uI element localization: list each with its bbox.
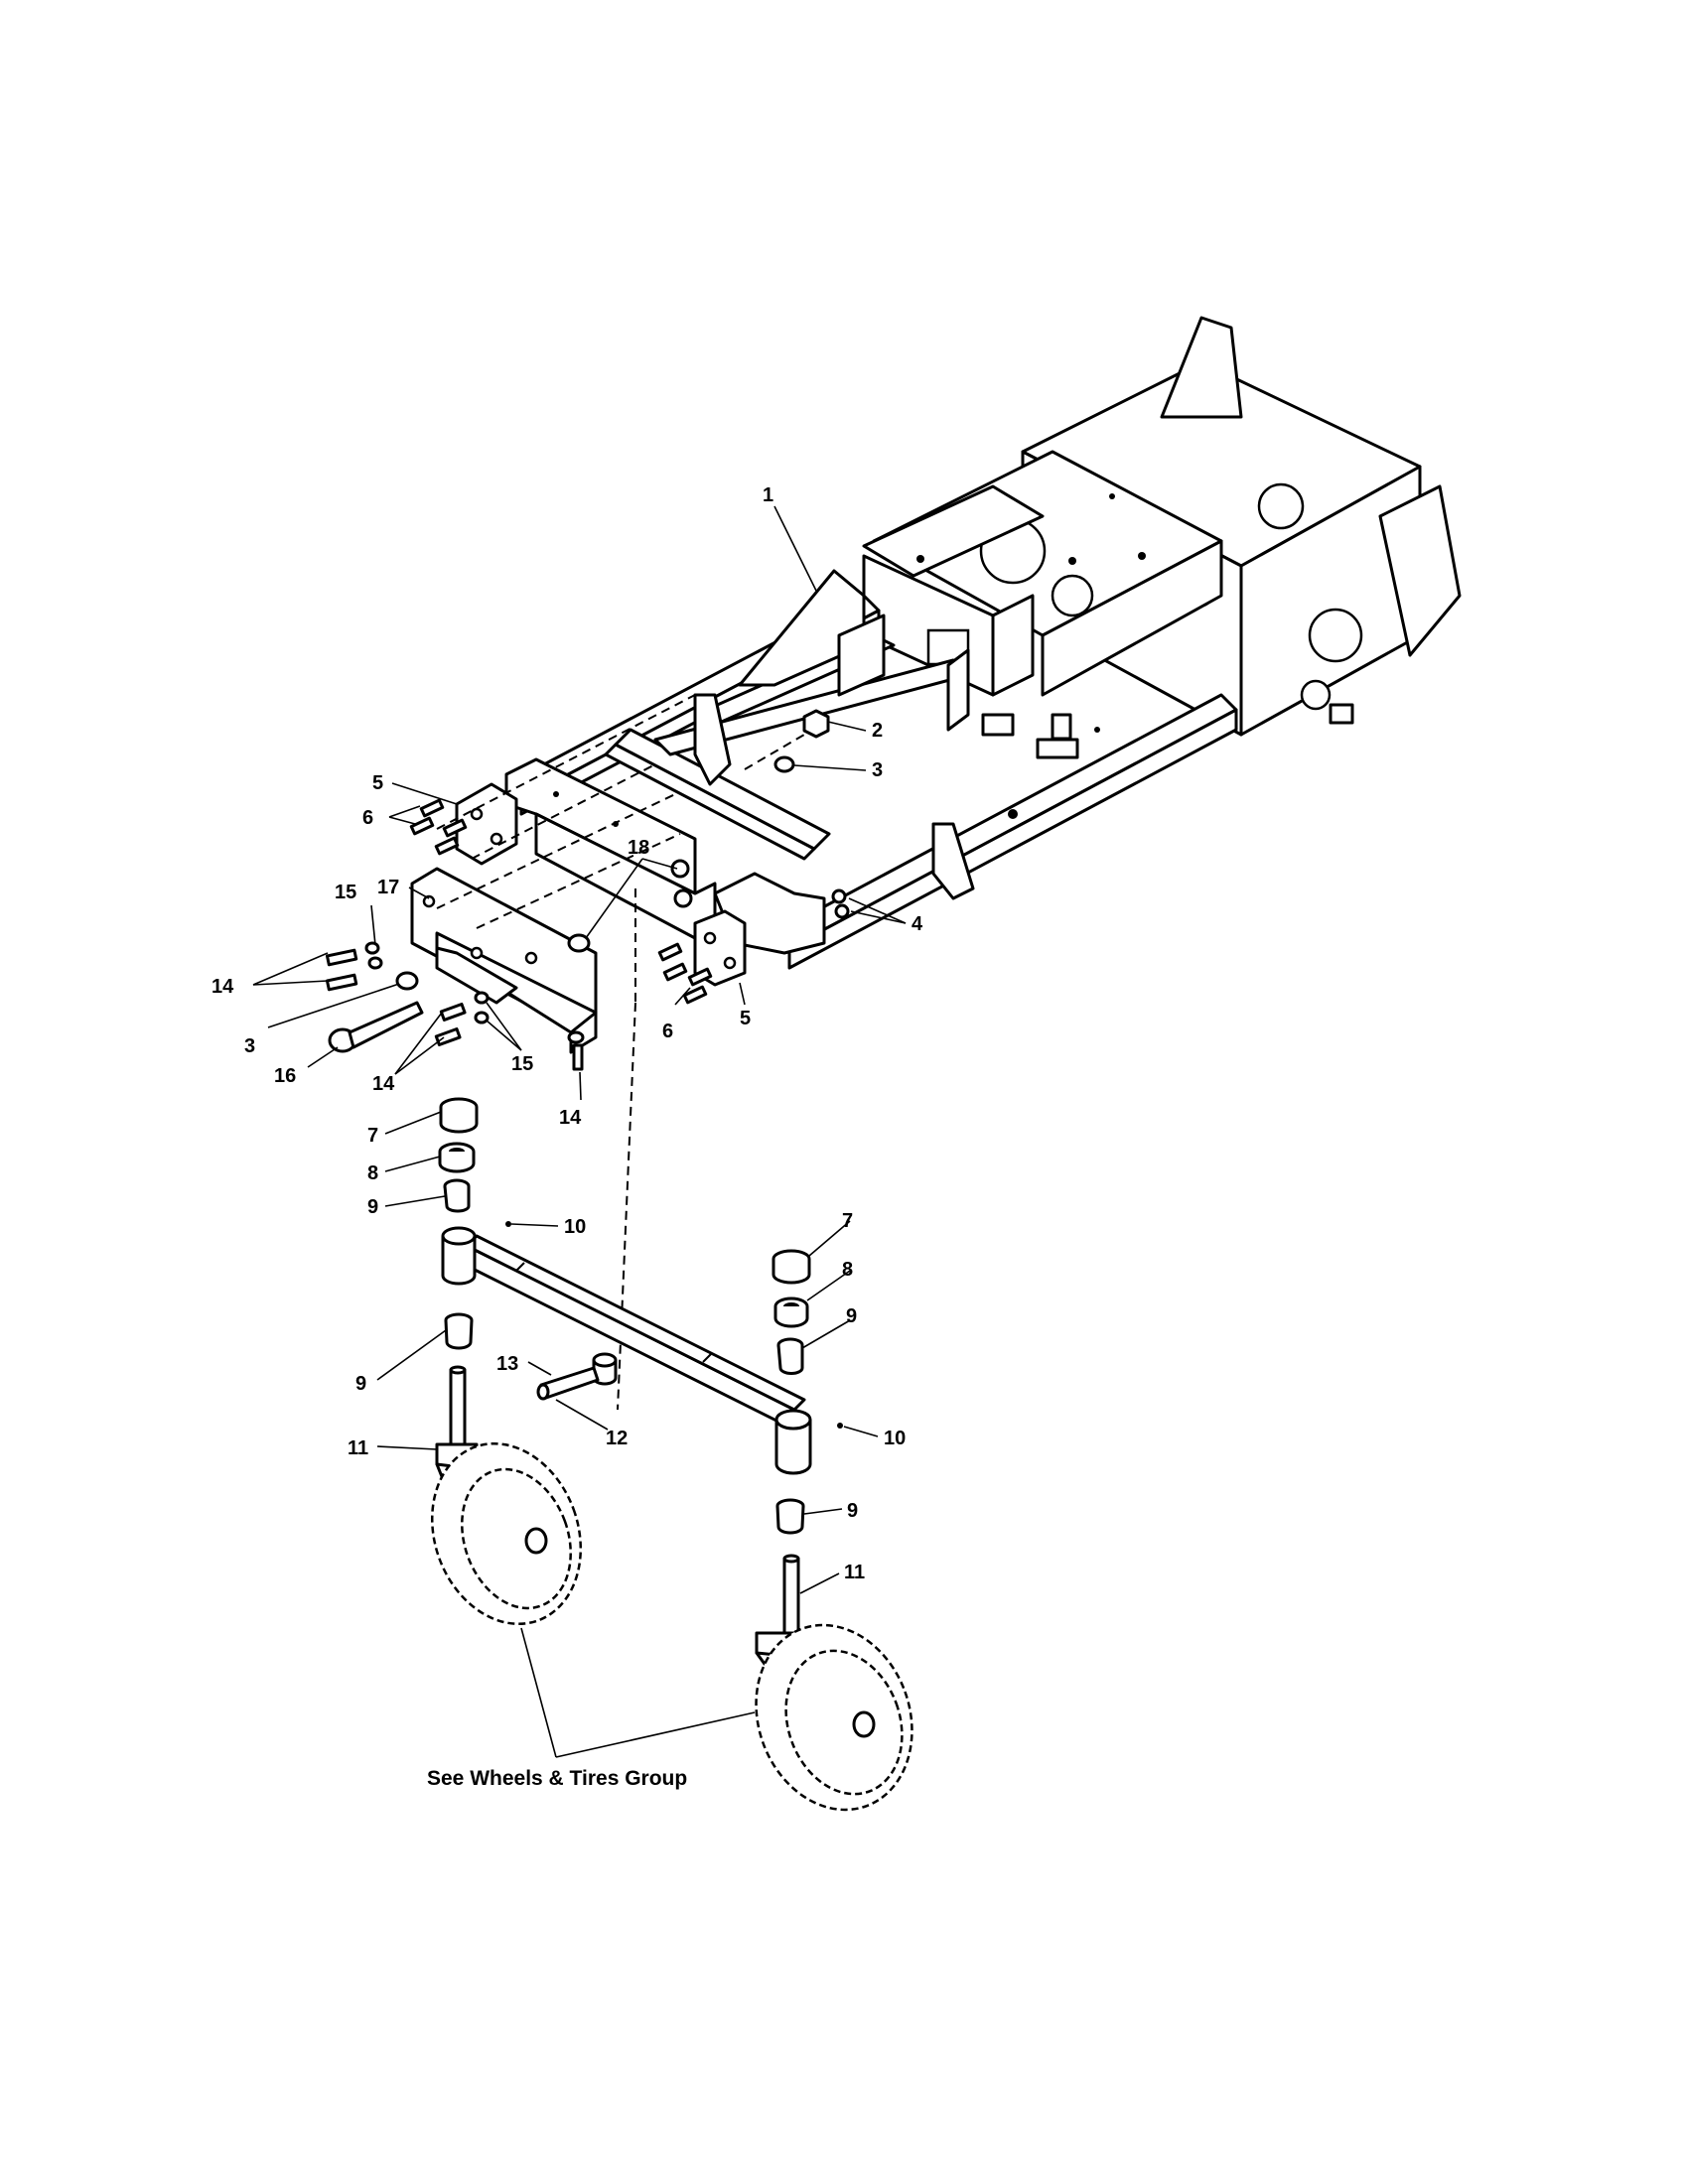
- callout-16: 16: [274, 1065, 296, 1087]
- callout-13: 13: [496, 1353, 518, 1375]
- callout-15-top: 15: [335, 882, 356, 903]
- grease-fitting-left: [505, 1221, 511, 1227]
- callout-5-right: 5: [740, 1008, 751, 1029]
- callout-5-left: 5: [372, 772, 383, 794]
- wheel-right: [755, 1623, 913, 1812]
- washer-top: [773, 755, 795, 773]
- bolts-14: [325, 948, 584, 1071]
- nut: [802, 709, 830, 739]
- washer-3: [395, 971, 419, 991]
- callout-14-bottom: 14: [559, 1107, 582, 1129]
- bolts-right: [657, 942, 713, 1005]
- grease-fitting-right: [837, 1423, 843, 1429]
- bearing-right: [773, 1297, 809, 1328]
- callout-2: 2: [872, 720, 883, 742]
- callout-1: 1: [763, 484, 773, 506]
- callout-9-left-lower: 9: [355, 1373, 366, 1395]
- callout-6-right: 6: [662, 1021, 673, 1042]
- callout-7-left: 7: [367, 1125, 378, 1147]
- main-frame: [504, 316, 1462, 970]
- callout-numbers: 1 2 3 4 5 6 17 18 15 14 3 16 14 15 14 6 …: [211, 484, 923, 1583]
- bushing-right-upper: [776, 1337, 804, 1375]
- callout-8-left: 8: [367, 1162, 378, 1184]
- callout-15-bottom: 15: [511, 1053, 533, 1075]
- callout-12: 12: [606, 1428, 628, 1449]
- callout-14-left: 14: [211, 976, 234, 998]
- wheels-tires-reference: See Wheels & Tires Group: [427, 1767, 687, 1790]
- axle-beam: [441, 1226, 812, 1475]
- callout-8-right: 8: [842, 1259, 853, 1281]
- callout-9-right-lower: 9: [847, 1500, 858, 1522]
- callout-18: 18: [628, 837, 649, 859]
- bearing-left: [438, 1142, 476, 1173]
- dust-cap-right: [772, 1249, 811, 1285]
- callout-6-left: 6: [362, 807, 373, 829]
- dust-cap-left: [439, 1097, 479, 1134]
- bushing-right-lower: [775, 1498, 805, 1535]
- leader-lines: [252, 505, 907, 1758]
- support-bracket: [410, 867, 598, 1054]
- spacers: [831, 888, 847, 904]
- callout-3-top: 3: [872, 759, 883, 781]
- callout-7-right: 7: [842, 1210, 853, 1232]
- callout-4: 4: [912, 913, 923, 935]
- callout-9-right-upper: 9: [846, 1305, 857, 1327]
- callout-3-bottom: 3: [244, 1035, 255, 1057]
- callout-11-right: 11: [844, 1562, 865, 1583]
- bolts-left: [409, 798, 468, 856]
- callout-17: 17: [377, 877, 399, 898]
- pivot-pin: [539, 1366, 600, 1400]
- bushing-left-lower: [444, 1312, 474, 1350]
- pivot-bolt: [328, 1001, 424, 1053]
- callout-11-left: 11: [348, 1437, 368, 1459]
- wheel-left: [430, 1441, 583, 1626]
- pivot-nut: [670, 859, 690, 879]
- callout-10-right: 10: [884, 1428, 906, 1449]
- callout-9-left-upper: 9: [367, 1196, 378, 1218]
- washers-15: [364, 941, 585, 1044]
- washer-18: [567, 933, 591, 953]
- callout-10-left: 10: [564, 1216, 586, 1238]
- callout-14-middle: 14: [372, 1073, 395, 1095]
- bushing-left-upper: [443, 1178, 471, 1213]
